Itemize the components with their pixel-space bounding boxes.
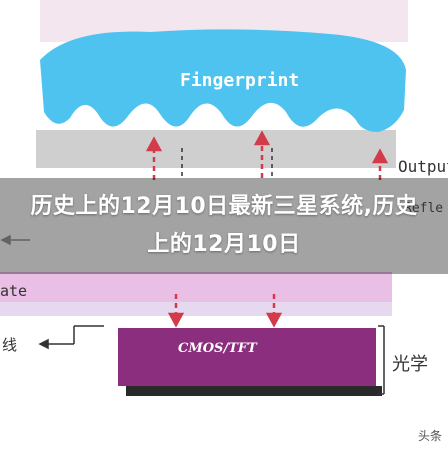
watermark: 头条 xyxy=(417,429,442,443)
article-title[interactable]: 历史上的12月10日最新三星系统,历史上的12月10日 xyxy=(30,194,418,257)
cmos-tft-sensor xyxy=(118,328,376,386)
right-bracket xyxy=(378,325,385,395)
substrate-label: ate xyxy=(0,282,27,300)
cmos-shadow xyxy=(126,386,382,396)
reflected-light-arrows xyxy=(145,130,389,180)
light-label: 光学 xyxy=(392,354,428,375)
fingerprint-shape xyxy=(40,29,406,132)
fingerprint-label: Fingerprint xyxy=(180,70,299,91)
glass-layer xyxy=(36,130,396,168)
incident-light-arrows xyxy=(167,294,283,328)
reflect-label: Refle xyxy=(404,201,443,216)
title-overlay[interactable]: 历史上的12月10日最新三星系统,历史上的12月10日 xyxy=(0,178,448,274)
left-gray-arrow xyxy=(0,234,30,246)
substrate-layer xyxy=(0,272,392,302)
left-pointer xyxy=(38,325,104,350)
output-label: Output xyxy=(398,157,448,176)
cmos-label: CMOS/TFT xyxy=(178,341,258,356)
spacer-layer xyxy=(0,302,392,316)
left-label: 线 xyxy=(2,336,17,354)
